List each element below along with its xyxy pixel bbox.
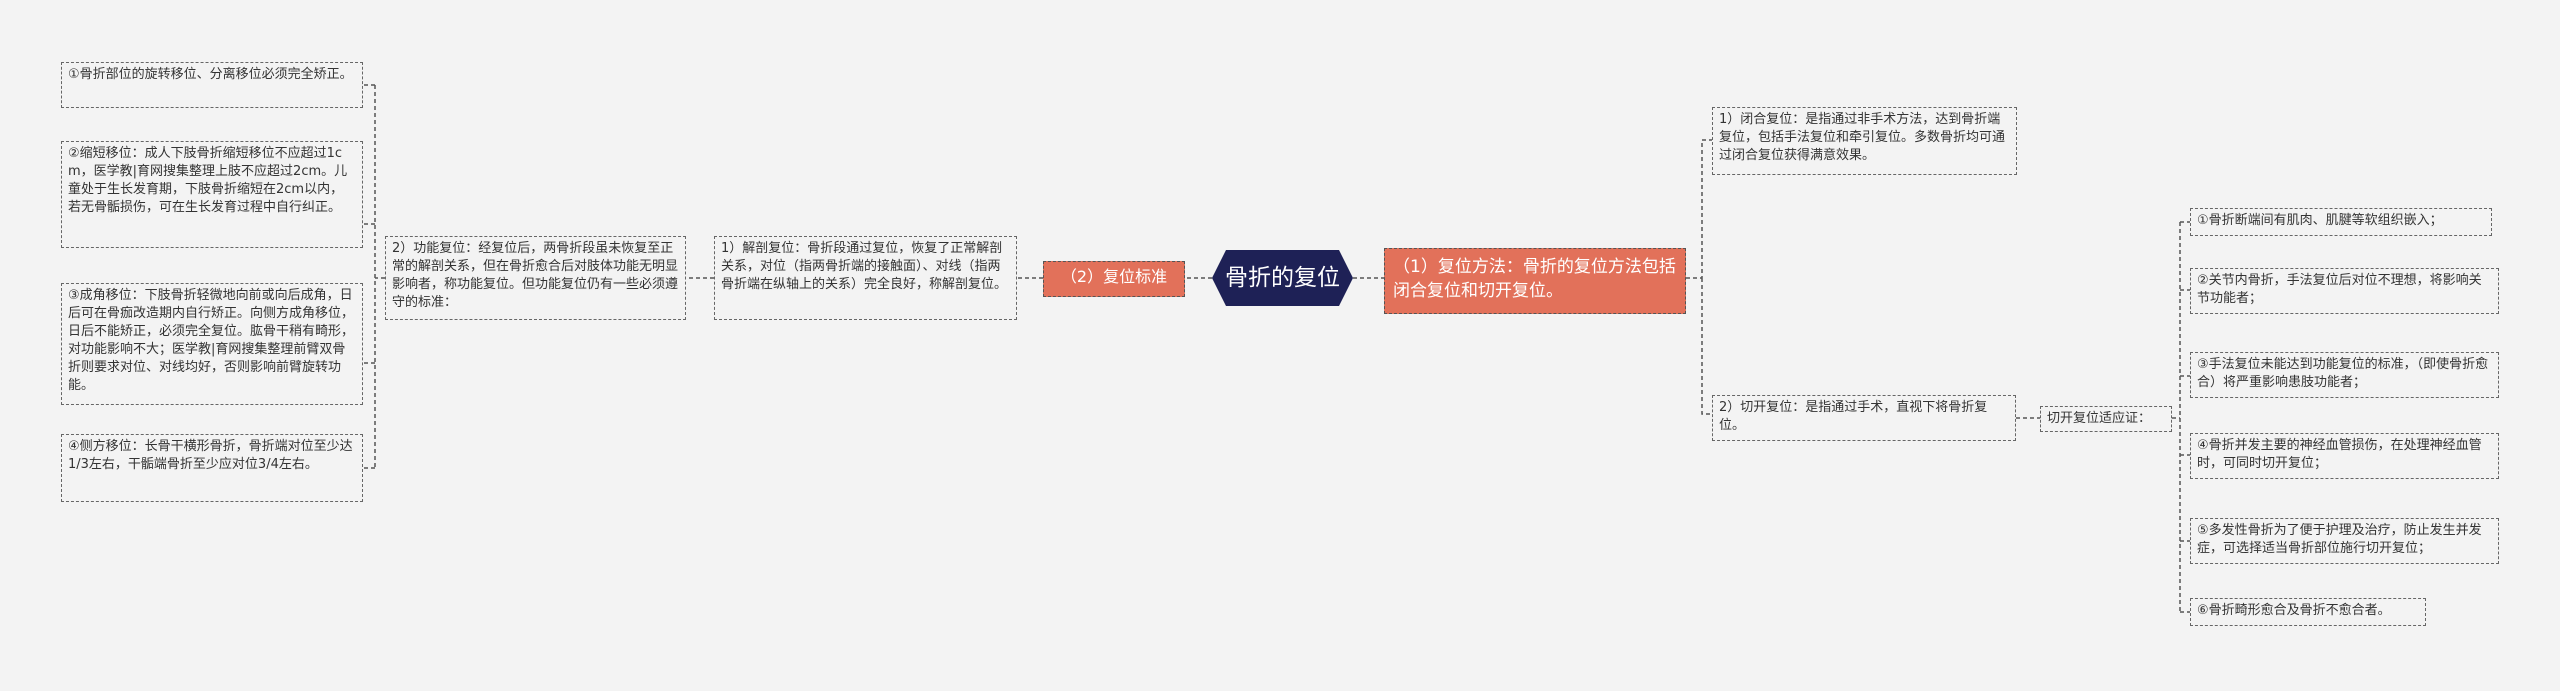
reduction-criteria-node[interactable]: （2）复位标准 xyxy=(1043,261,1185,297)
connector-indications-items xyxy=(2172,221,2190,613)
indication-item[interactable]: ②关节内骨折，手法复位后对位不理想，将影响关节功能者； xyxy=(2190,268,2499,314)
indications-title-node[interactable]: 切开复位适应证： xyxy=(2040,406,2172,432)
indication-item[interactable]: ①骨折断端间有肌肉、肌腱等软组织嵌入； xyxy=(2190,208,2492,236)
connector-functional-criteria xyxy=(363,84,385,469)
criteria-item[interactable]: ①骨折部位的旋转移位、分离移位必须完全矫正。 xyxy=(61,62,363,108)
indication-item[interactable]: ③手法复位未能达到功能复位的标准，（即使骨折愈合）将严重影响患肢功能者； xyxy=(2190,352,2499,398)
indication-item[interactable]: ⑤多发性骨折为了便于护理及治疗，防止发生并发症，可选择适当骨折部位施行切开复位； xyxy=(2190,518,2499,564)
indication-item[interactable]: ④骨折并发主要的神经血管损伤，在处理神经血管时，可同时切开复位； xyxy=(2190,433,2499,479)
criteria-item[interactable]: ②缩短移位：成人下肢骨折缩短移位不应超过1cm，医学教|育网搜集整理上肢不应超过… xyxy=(61,141,363,248)
indication-item[interactable]: ⑥骨折畸形愈合及骨折不愈合者。 xyxy=(2190,598,2426,626)
open-reduction-node[interactable]: 2）切开复位：是指通过手术，直视下将骨折复位。 xyxy=(1712,395,2016,441)
closed-reduction-node[interactable]: 1）闭合复位：是指通过非手术方法，达到骨折端复位，包括手法复位和牵引复位。多数骨… xyxy=(1712,107,2017,175)
connector-right-branch xyxy=(1686,139,1712,415)
reduction-methods-node[interactable]: （1）复位方法：骨折的复位方法包括闭合复位和切开复位。 xyxy=(1384,248,1686,314)
criteria-item[interactable]: ④侧方移位：长骨干横形骨折，骨折端对位至少达1/3左右，干骺端骨折至少应对位3/… xyxy=(61,434,363,502)
anatomical-reduction-node[interactable]: 1）解剖复位：骨折段通过复位，恢复了正常解剖关系，对位（指两骨折端的接触面）、对… xyxy=(714,236,1017,320)
criteria-item[interactable]: ③成角移位：下肢骨折轻微地向前或向后成角，日后可在骨痂改造期内自行矫正。向侧方成… xyxy=(61,283,363,405)
root-node[interactable]: 骨折的复位 xyxy=(1212,250,1353,306)
functional-reduction-node[interactable]: 2）功能复位：经复位后，两骨折段虽未恢复至正常的解剖关系，但在骨折愈合后对肢体功… xyxy=(385,236,686,320)
